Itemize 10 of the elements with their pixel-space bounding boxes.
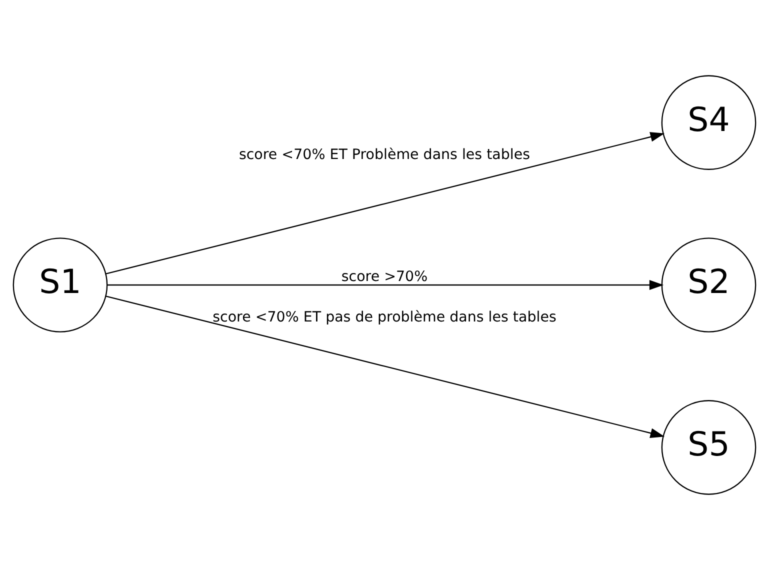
edge-label: score <70% ET pas de problème dans les tables (212, 308, 556, 325)
arrow (106, 295, 665, 438)
node-circle: S4 (661, 74, 756, 170)
node-circle: S1 (12, 237, 108, 332)
node-circle: S2 (661, 237, 756, 332)
arrow (107, 280, 664, 290)
edge-label: score >70% (341, 268, 428, 284)
edge-label: score <70% ET Problème dans les tables (238, 146, 530, 162)
arrow (106, 132, 665, 274)
node-circle: S5 (661, 400, 756, 494)
